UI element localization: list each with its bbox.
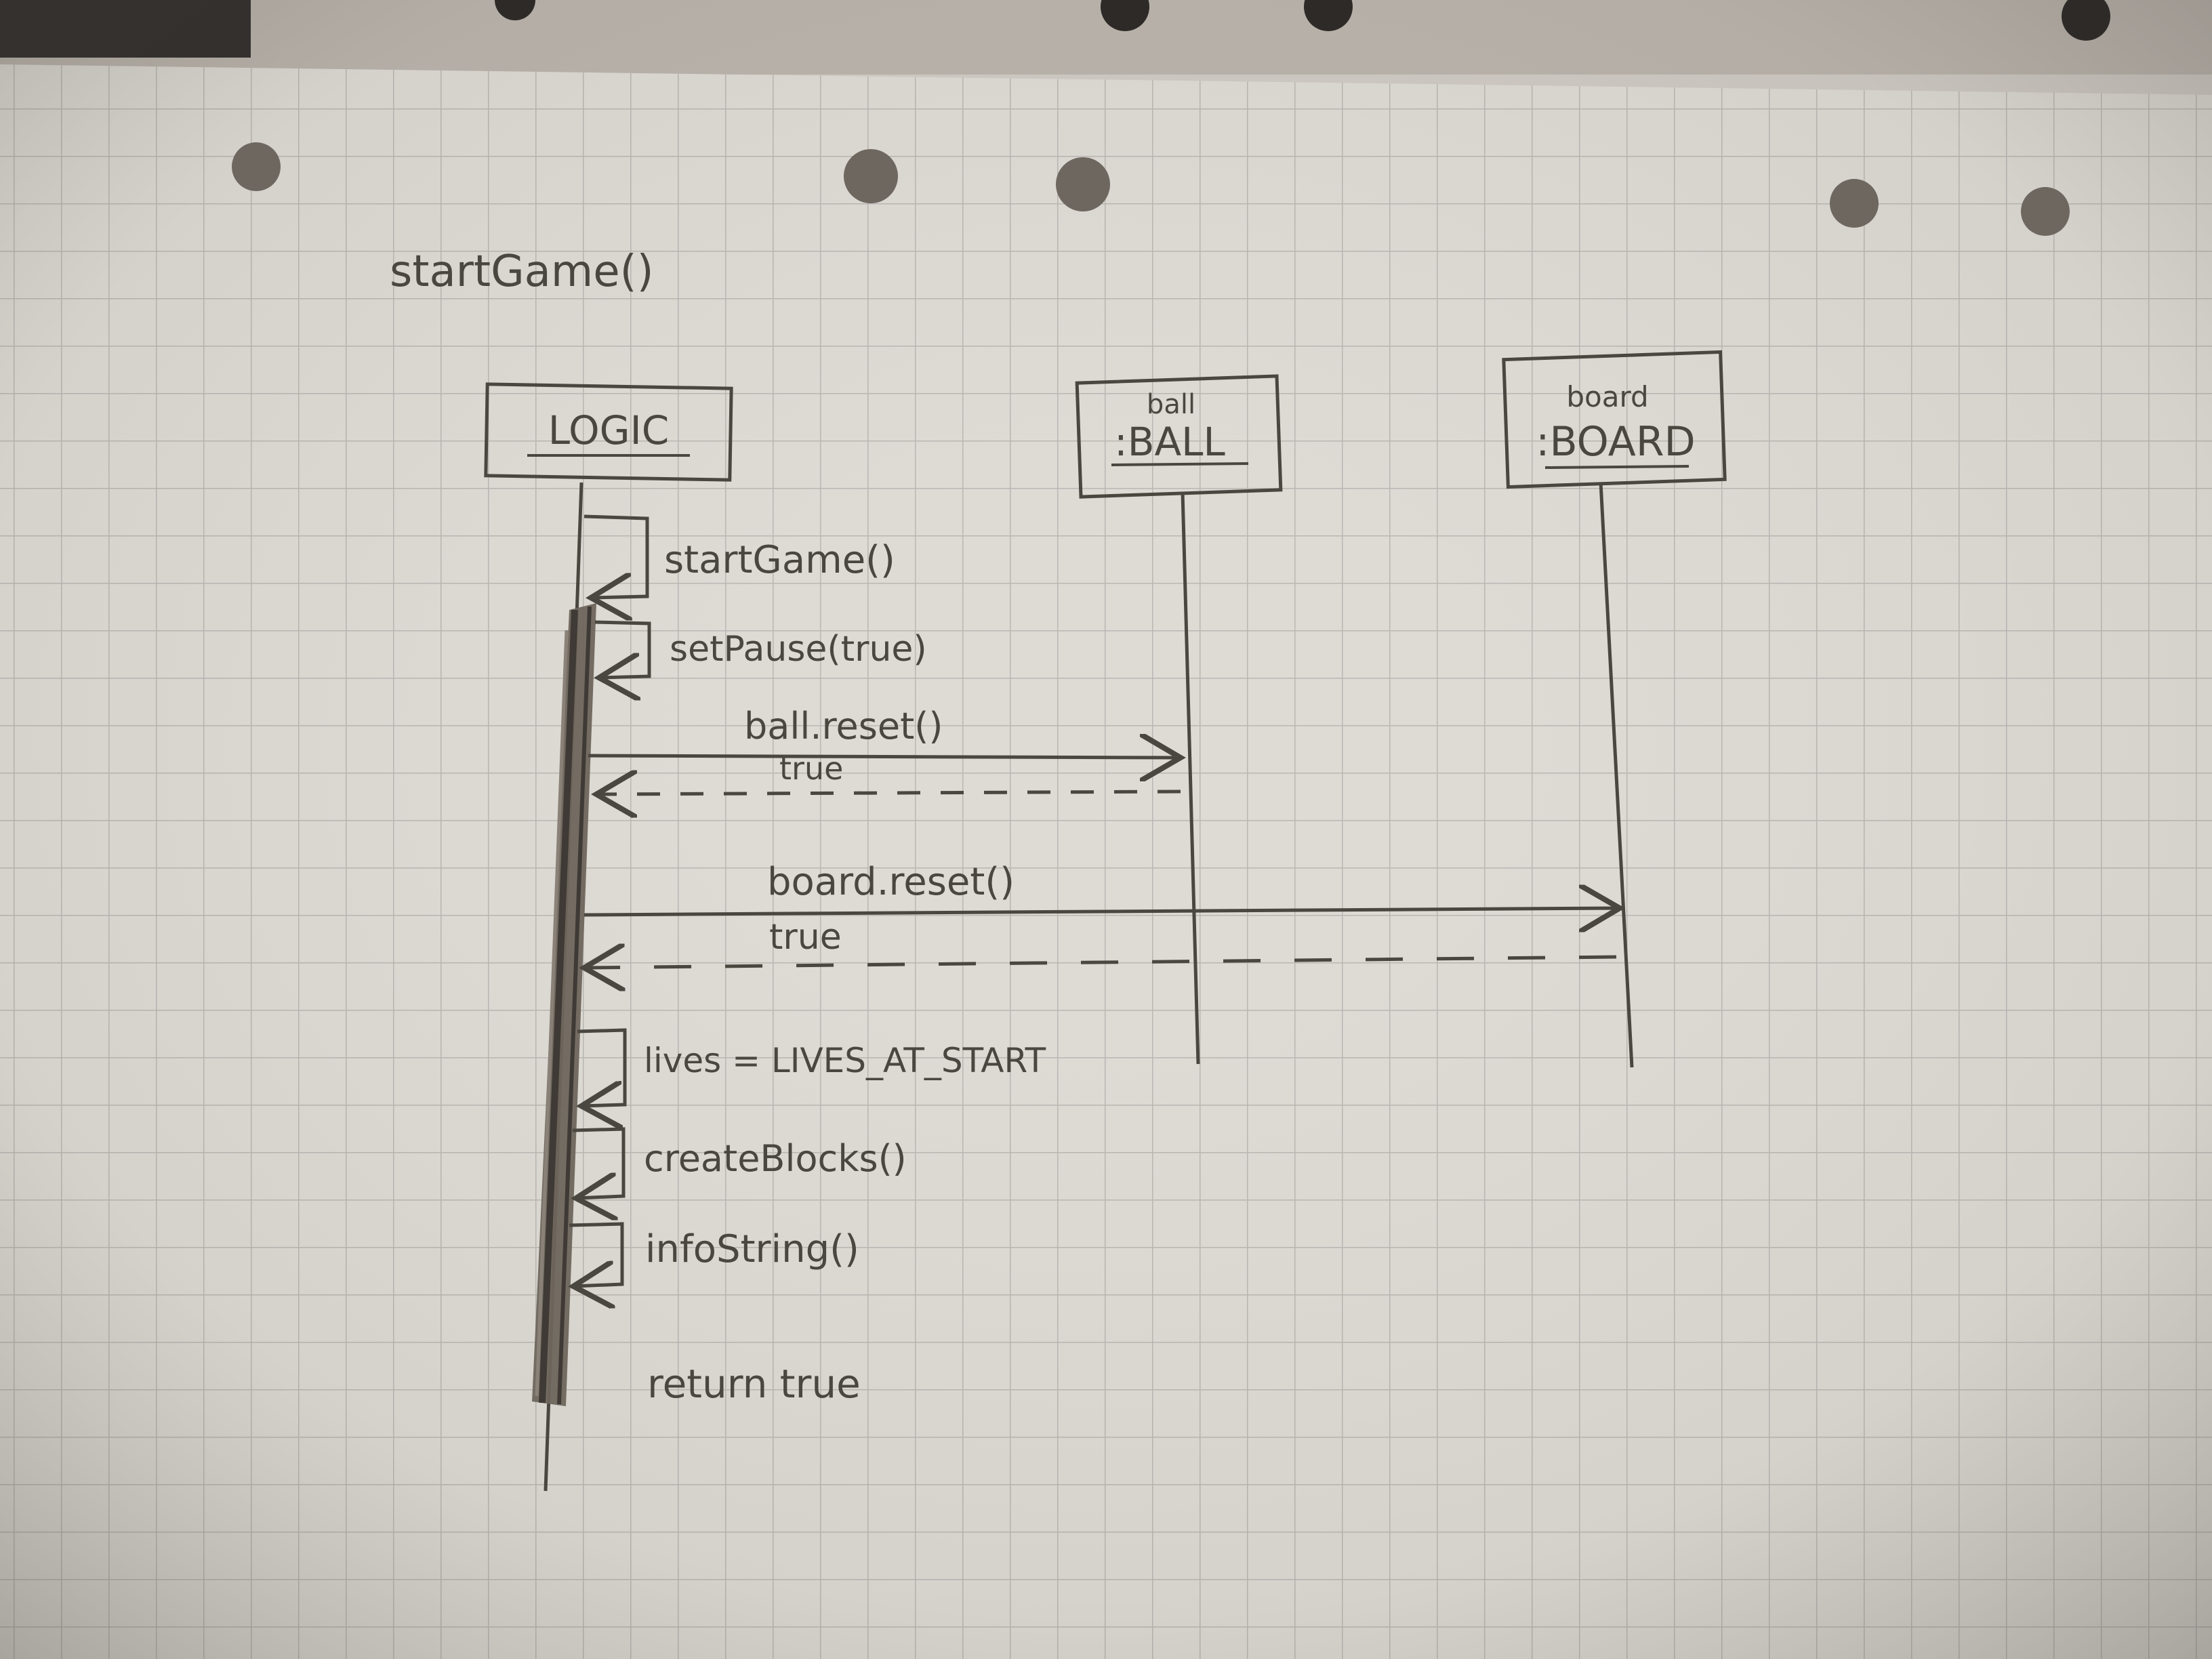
punched-holes (232, 0, 2110, 236)
participant-box (1502, 350, 1727, 489)
message-self-lives: lives = LIVES_AT_START (577, 1028, 1046, 1106)
message-label: setPause(true) (670, 629, 927, 670)
message-label: lives = LIVES_AT_START (644, 1041, 1046, 1080)
lifeline-ball (1181, 491, 1200, 1065)
message-label: ball.reset() (744, 705, 943, 747)
message-self-infoString: infoString() (569, 1222, 859, 1286)
activation-bar-logic (532, 603, 596, 1406)
message-label: createBlocks() (644, 1137, 907, 1180)
lifeline-board (1599, 482, 1634, 1068)
message-call-board-reset: board.reset() (583, 860, 1620, 915)
underline (1544, 465, 1689, 469)
message-label: startGame() (664, 538, 895, 582)
message-self-createBlocks: createBlocks() (573, 1127, 907, 1198)
message-return-board: true (584, 917, 1617, 968)
return-note: return true (647, 1361, 861, 1407)
message-call-ball-reset: ball.reset() (588, 705, 1181, 758)
message-label: true (769, 917, 842, 958)
message-label: board.reset() (767, 860, 1015, 904)
participant-type-label: :BOARD (1536, 418, 1695, 466)
participant-instance-label: ball (1147, 389, 1195, 420)
message-label: true (779, 750, 843, 787)
message-label: infoString() (645, 1227, 859, 1271)
underline (1111, 462, 1249, 466)
participant-type-label: :BALL (1114, 419, 1225, 465)
participant-instance-label: board (1566, 380, 1648, 413)
participant-type-label: LOGIC (548, 407, 669, 453)
participant-logic: LOGIC (484, 382, 733, 482)
participant-box (1075, 374, 1283, 499)
diagram-title: startGame() (390, 247, 654, 297)
participant-board: board :BOARD (1502, 350, 1727, 489)
participant-box (484, 382, 733, 482)
participant-ball: ball :BALL (1075, 374, 1283, 499)
message-return-ball: true (596, 750, 1181, 794)
message-self-startGame: startGame() (583, 514, 895, 598)
message-self-setPause: setPause(true) (595, 620, 927, 678)
